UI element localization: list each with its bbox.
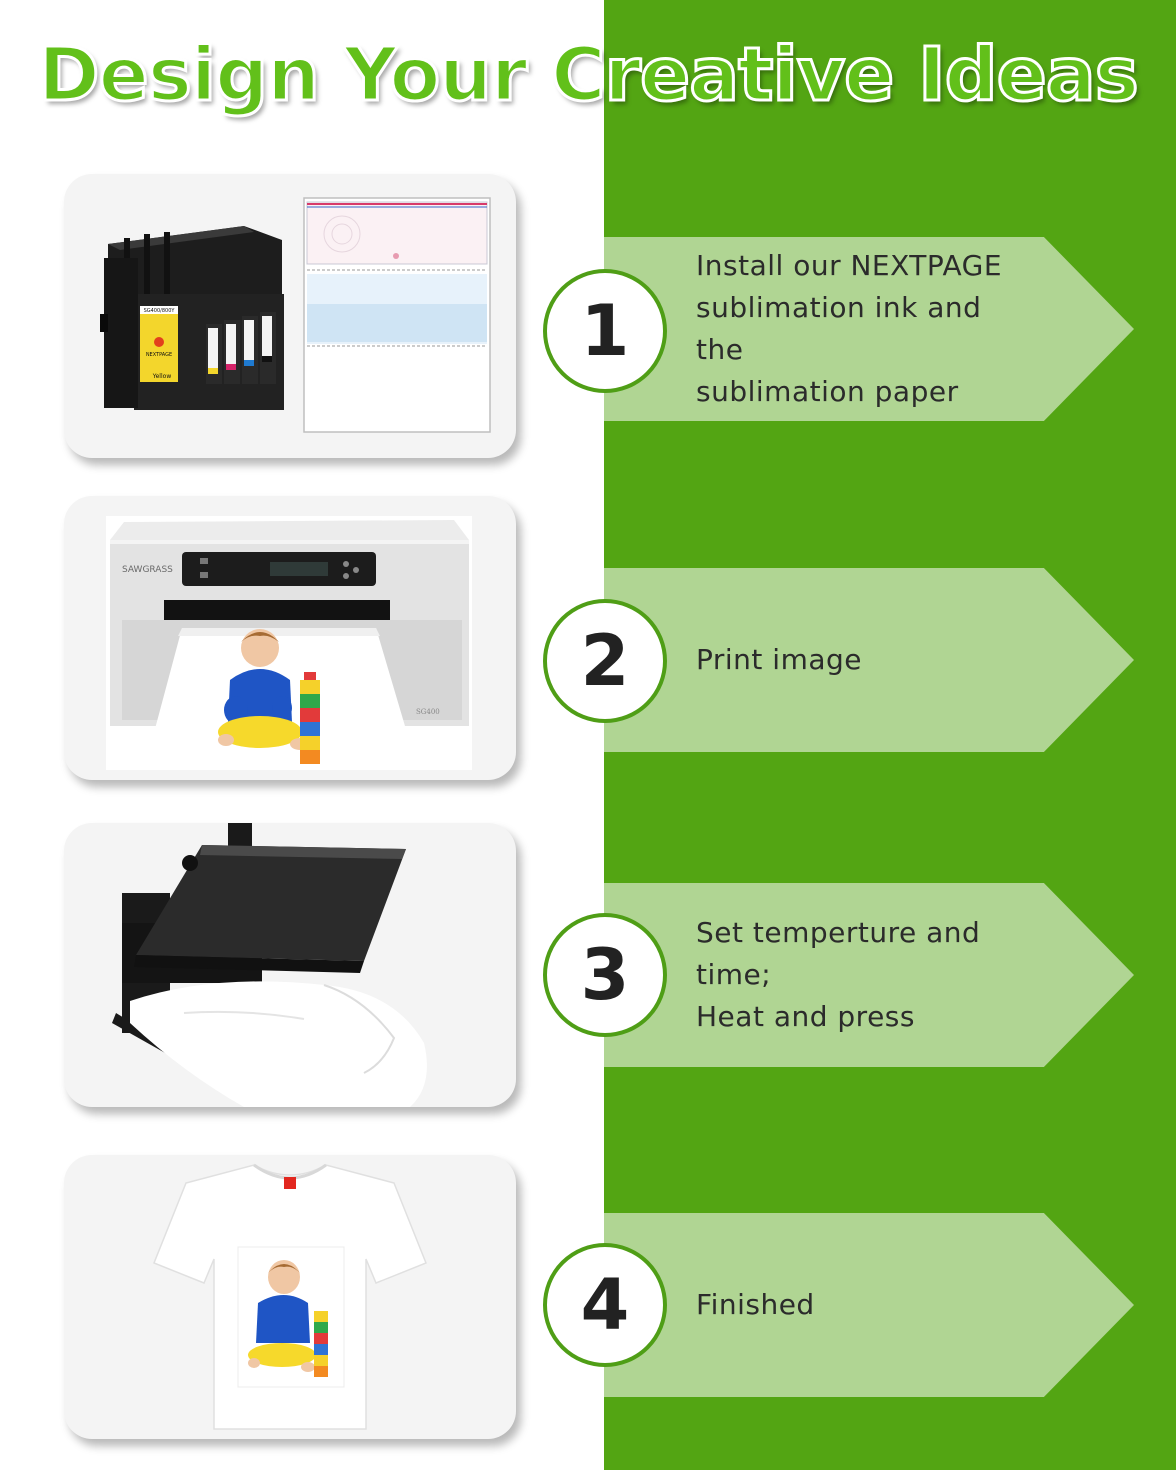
printer-model-label: SG400 [416, 708, 440, 716]
step-3-number-badge: 3 [543, 913, 667, 1037]
page-headline: Design Your Creative Ideas [37, 31, 1141, 120]
step-4-text: Finished [696, 1288, 815, 1321]
step-1-image-card: SG400/800Y NEXTPAGE Yellow [64, 174, 516, 458]
step-3-text: Set temperture and time; Heat and press [696, 916, 981, 1033]
step-2-text: Print image [696, 643, 863, 676]
step-1-number-badge: 1 [543, 269, 667, 393]
step-3-arrow: Set temperture and time; Heat and press [604, 883, 1134, 1067]
step-2-arrow: Print image [604, 568, 1134, 752]
ink-model-label: SG400/800Y [144, 308, 176, 314]
printer-brand-label: SAWGRASS [122, 565, 173, 575]
step-4-arrow: Finished [604, 1213, 1134, 1397]
ink-brand-label: NEXTPAGE [146, 352, 172, 358]
ink-and-paper-illustration: SG400/800Y NEXTPAGE Yellow [100, 197, 491, 433]
printer-illustration: SAWGRASS SG400 [106, 516, 472, 770]
step-1-arrow: Install our NEXTPAGE sublimation ink and… [604, 237, 1134, 421]
ink-color-label: Yellow [152, 373, 172, 380]
heat-press-illustration [112, 823, 427, 1107]
finished-tshirt-illustration [153, 1163, 427, 1430]
step-4-number-badge: 4 [543, 1243, 667, 1367]
step-2-number-badge: 2 [543, 599, 667, 723]
step-3-image-card [64, 823, 516, 1107]
step-1-text: Install our NEXTPAGE sublimation ink and… [696, 249, 1003, 408]
step-4-image-card [64, 1155, 516, 1439]
step-2-image-card: SAWGRASS SG400 [64, 496, 516, 780]
